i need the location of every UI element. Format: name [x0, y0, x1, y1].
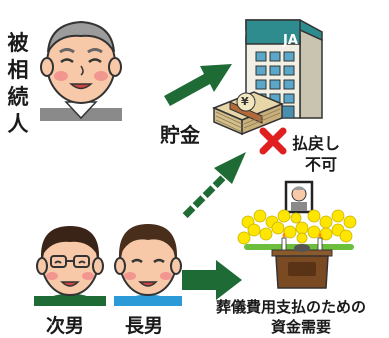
not-allowed-label: 不可	[305, 155, 338, 174]
deposit-arrow-icon	[164, 64, 232, 106]
cross-mark-icon	[259, 127, 287, 155]
savings-label: 貯金	[160, 123, 200, 147]
bank-sign: JA	[283, 33, 298, 48]
bank-building-icon	[245, 19, 323, 119]
funeral-need-arrow-icon	[182, 260, 242, 300]
refund-label: 払戻し	[292, 134, 341, 153]
funeral-need-label-line2: 資金需要	[271, 318, 332, 336]
deceased-label-char: 相	[7, 58, 29, 82]
funeral-need-label-line1: 葬儀費用支払のための	[216, 298, 367, 316]
funeral-altar-icon	[237, 180, 357, 289]
money-bundle-icon	[212, 91, 284, 136]
deceased-label: 被 相 続 人	[6, 30, 30, 138]
deceased-label-char: 人	[7, 112, 29, 136]
blocked-withdrawal-arrow-icon	[182, 152, 246, 219]
first-son-icon	[114, 224, 182, 306]
deceased-person-icon	[40, 20, 122, 121]
second-son-label: 次男	[46, 315, 85, 337]
first-son-label: 長男	[125, 315, 164, 337]
yen-symbol: ¥	[241, 95, 249, 108]
deceased-label-char: 続	[7, 85, 29, 109]
second-son-icon	[34, 226, 106, 306]
deceased-label-char: 被	[7, 31, 29, 55]
